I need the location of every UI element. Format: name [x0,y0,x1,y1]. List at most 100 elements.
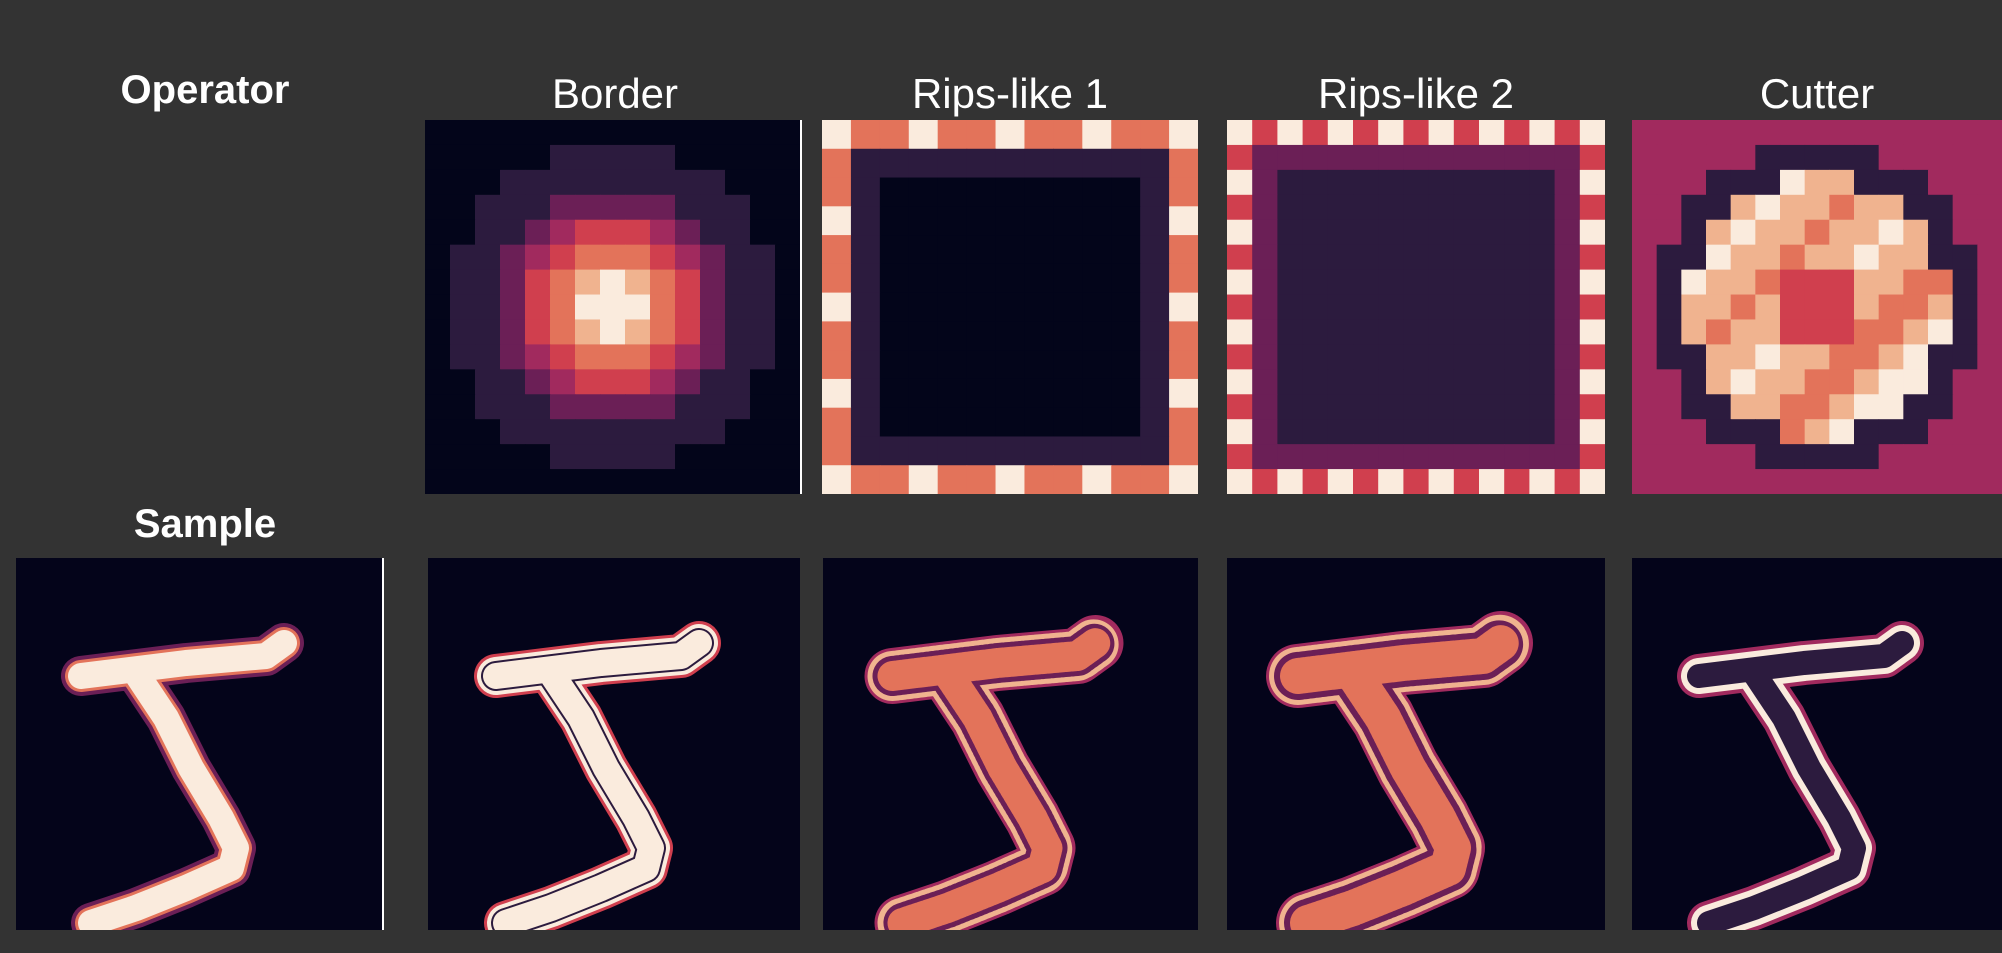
heatmap-cell [775,169,800,196]
heatmap-cell [1353,469,1379,494]
heatmap-cell [425,319,451,345]
heatmap-cell [775,319,800,345]
heatmap-cell [600,369,626,395]
heatmap-cell [650,269,676,296]
heatmap-cell [995,235,1026,265]
heatmap-cell [879,206,910,236]
sample-digit-original [61,623,304,930]
heatmap-cell [700,194,726,221]
heatmap-cell [1302,269,1329,296]
heatmap-cell [1755,219,1781,246]
heatmap-cell [1952,469,1978,494]
heatmap-cell [1977,219,2002,246]
heatmap-cell [1878,394,1904,420]
heatmap-cell [1928,244,1954,271]
heatmap-cell [850,177,881,207]
heatmap-cell [1302,394,1329,420]
heatmap-cell [1977,369,2002,395]
column-title-rips-like-2: Rips-like 2 [1317,70,1515,117]
heatmap-cell [1780,469,1806,494]
heatmap-cell [725,294,751,320]
heatmap-cell [1804,219,1830,246]
heatmap-cell [550,120,576,146]
heatmap-cell [1579,244,1605,271]
heatmap-cell [1327,269,1354,296]
heatmap-cell [625,120,651,146]
heatmap-cell [425,294,451,320]
heatmap-cell [1504,369,1530,395]
heatmap-cell [1928,169,1954,196]
heatmap-cell [1656,194,1682,221]
heatmap-cell [450,194,476,221]
heatmap-cell [908,321,939,351]
heatmap-cell [725,120,751,146]
heatmap-cell [1169,263,1198,294]
heatmap-cell [500,244,526,271]
heatmap-cell [1878,319,1904,345]
heatmap-cell [1579,294,1605,320]
heatmap-cell [1082,378,1112,409]
heatmap-cell [1169,350,1198,380]
heatmap-cell [937,292,968,322]
heatmap-cell [450,444,476,470]
heatmap-cell [650,319,676,345]
heatmap-cell [1252,269,1278,296]
heatmap-cell [1302,444,1329,470]
heatmap-cell [908,436,939,466]
heatmap-cell [1706,120,1732,146]
heatmap-cell [1730,194,1756,221]
heatmap-cell [1277,294,1304,320]
heatmap-cell [1169,321,1198,351]
heatmap-cell [1804,394,1830,420]
heatmap-cell [775,144,800,171]
heatmap-cell [1829,444,1855,470]
heatmap-cell [1277,194,1304,221]
heatmap-cell [1952,169,1978,196]
heatmap-cell [1755,319,1781,345]
heatmap-cell [1903,319,1929,345]
heatmap-cell [1111,350,1141,380]
heatmap-cell [750,319,776,345]
heatmap-cell [995,465,1026,494]
heatmap-cell [850,263,881,294]
heatmap-cell [600,169,626,196]
heatmap-cell [1453,269,1480,296]
heatmap-cell [1428,319,1455,345]
heatmap-cell [1353,194,1379,221]
heatmap-cell [1082,292,1112,322]
heatmap-cell [1706,194,1732,221]
heatmap-cell [1878,144,1904,171]
heatmap-cell [1479,269,1505,296]
heatmap-cell [1952,444,1978,470]
heatmap-cell [879,263,910,294]
heatmap-cell [725,344,751,370]
heatmap-cell [1706,244,1732,271]
heatmap-cell [525,120,551,146]
panel-divider [800,120,802,494]
heatmap-cell [1529,444,1556,470]
column-title-cutter: Cutter [1759,70,1875,117]
heatmap-cell [1378,369,1404,395]
heatmap-cell [1681,219,1707,246]
heatmap-cell [1755,244,1781,271]
heatmap-cell [1656,144,1682,171]
heatmap-cell [1755,369,1781,395]
heatmap-cell [450,144,476,171]
heatmap-cell [1903,294,1929,320]
heatmap-cell [1453,369,1480,395]
heatmap-cell [1579,269,1605,296]
heatmap-cell [1632,344,1658,370]
heatmap-cell [1854,244,1880,271]
heatmap-cell [1479,419,1505,445]
heatmap-cell [1277,369,1304,395]
heatmap-cell [1829,344,1855,370]
heatmap-cell [725,194,751,221]
heatmap-cell [1169,120,1198,150]
heatmap-cell [1140,235,1170,265]
heatmap-cell [1656,244,1682,271]
heatmap-cell [1755,444,1781,470]
heatmap-cell [1804,269,1830,296]
heatmap-cell [1453,244,1480,271]
heatmap-cell [1428,144,1455,171]
heatmap-cell [1977,294,2002,320]
